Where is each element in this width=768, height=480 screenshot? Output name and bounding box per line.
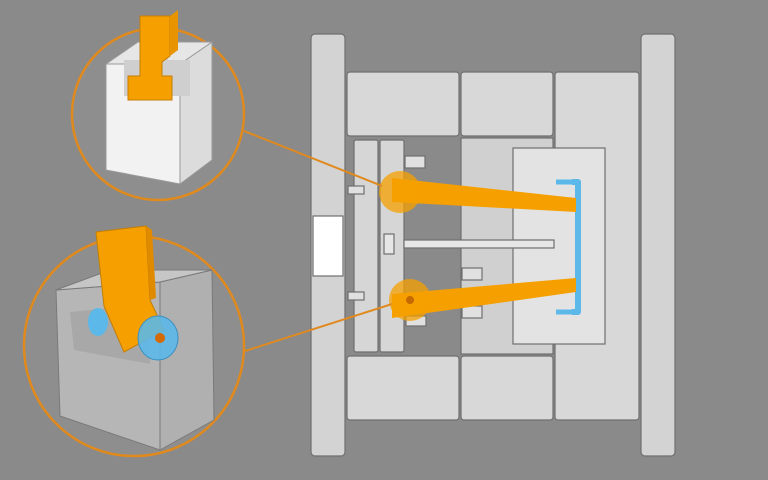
top-block-mid: [460, 71, 554, 137]
pivot-pin-lifter-detail: [22, 225, 246, 458]
screw-head: [347, 291, 365, 301]
lower-callout-leader: [244, 303, 393, 352]
mold-assembly: [310, 33, 676, 457]
upper-lifter-bar: [392, 178, 576, 212]
top-block-left: [346, 71, 460, 137]
ejector-pin-head: [383, 233, 395, 255]
ejector-retainer-plate: [353, 139, 379, 353]
pivot-pin-guide-icon: [55, 225, 215, 451]
bottom-block-mid: [460, 355, 554, 421]
pivot-pin-icon: [406, 296, 414, 304]
t-slot-guide-icon: [104, 10, 214, 185]
lower-lifter-bar: [392, 278, 576, 318]
screw-head: [461, 267, 483, 281]
upper-lifter-highlight: [379, 171, 421, 213]
screw-head: [347, 185, 365, 195]
screw-head: [404, 155, 426, 169]
upper-callout-leader: [243, 130, 383, 187]
molded-part-flanges: [556, 179, 578, 315]
t-slot-lifter-detail: [70, 10, 246, 202]
bottom-block-left: [346, 355, 460, 421]
screw-head: [461, 305, 483, 319]
knockout-hole: [312, 215, 344, 277]
right-clamp-plate: [640, 33, 676, 457]
ejector-pin: [403, 239, 555, 249]
